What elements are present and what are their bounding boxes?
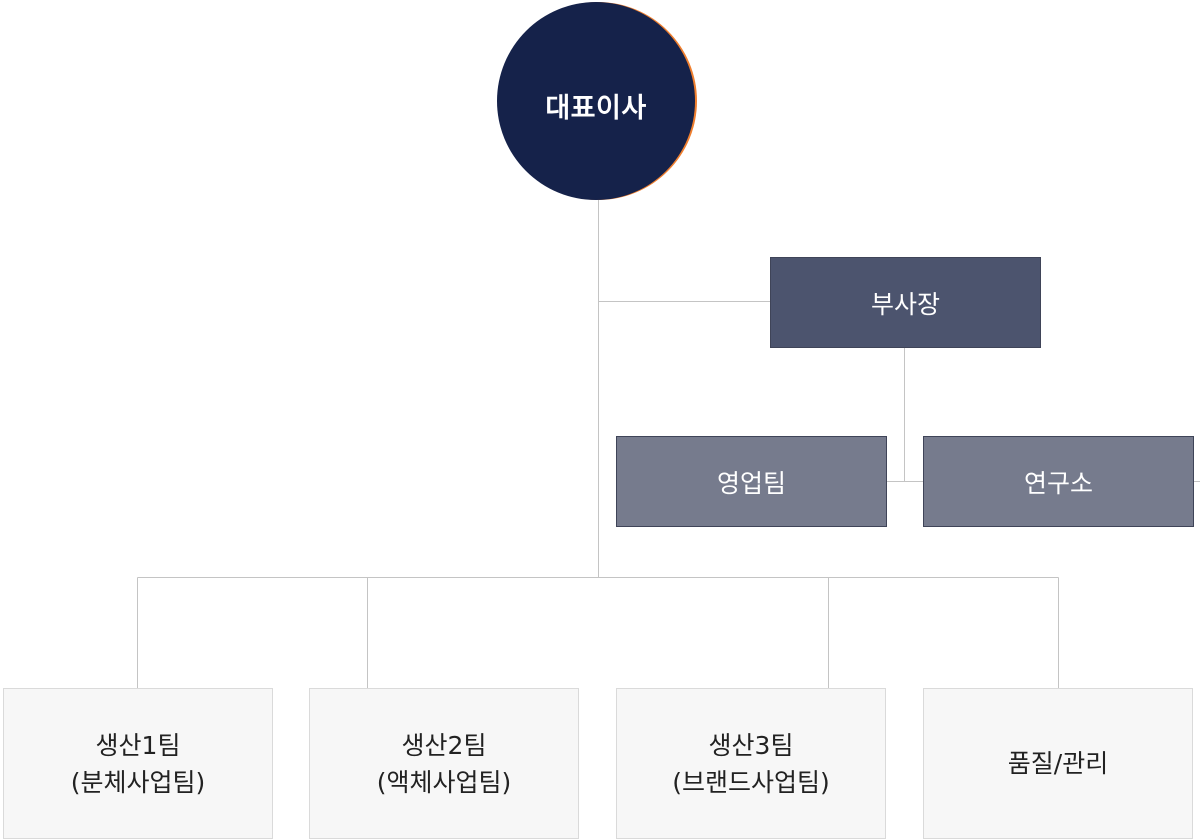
team-1-subtitle: (분체사업팀) [70, 767, 206, 797]
sales-team-label: 영업팀 [716, 468, 786, 498]
research-lab-node: 연구소 [923, 436, 1194, 527]
vice-president-node: 부사장 [770, 257, 1041, 348]
team-2-name: 생산2팀 [401, 730, 487, 760]
team-2-subtitle: (액체사업팀) [376, 767, 512, 797]
research-lab-label: 연구소 [1023, 468, 1093, 498]
production-team-1-node: 생산1팀 (분체사업팀) [3, 688, 273, 839]
ceo-label: 대표이사 [545, 92, 647, 124]
team-1-name: 생산1팀 [95, 730, 181, 760]
sales-team-node: 영업팀 [616, 436, 887, 527]
production-team-2-node: 생산2팀 (액체사업팀) [309, 688, 579, 839]
quality-management-node: 품질/관리 [923, 688, 1193, 839]
ceo-node: 대표이사 [497, 2, 695, 200]
production-team-3-node: 생산3팀 (브랜드사업팀) [616, 688, 886, 839]
team-3-name: 생산3팀 [708, 730, 794, 760]
team-3-subtitle: (브랜드사업팀) [672, 767, 830, 797]
vice-president-label: 부사장 [870, 289, 940, 319]
team-4-name: 품질/관리 [1007, 749, 1109, 778]
